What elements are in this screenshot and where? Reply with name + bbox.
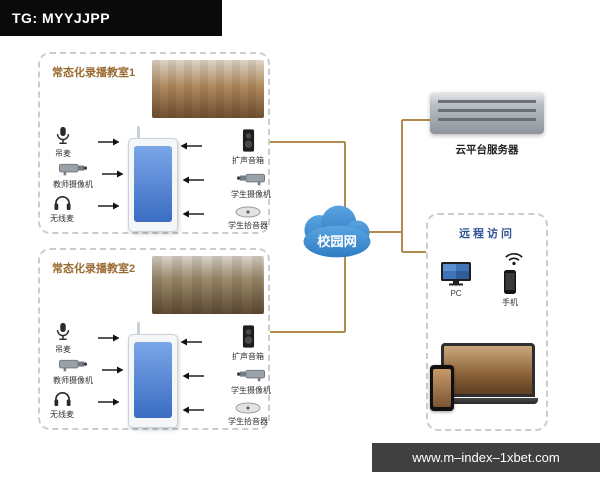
- arrow-right-icon: [98, 202, 120, 210]
- headset-icon: [53, 195, 71, 211]
- camera-icon: [236, 369, 266, 382]
- pickup-icon: [235, 206, 261, 218]
- camera-icon: [236, 173, 266, 186]
- server-label: 云平台服务器: [455, 144, 519, 156]
- watermark-tag-text: TG: MYYJJPP: [12, 10, 111, 26]
- recorder-screen: [134, 342, 172, 418]
- watermark-url-text: www.m–index–1xbet.com: [412, 450, 560, 465]
- cloud-icon: 校园网: [303, 205, 371, 258]
- arrow-right-icon: [98, 334, 120, 342]
- handheld-phone-image: [430, 365, 454, 411]
- arrow-left-icon: [180, 338, 202, 346]
- device-speaker: 扩声音箱: [232, 324, 264, 362]
- device-student-camera: 学生摄像机: [220, 366, 282, 396]
- mic-icon: [56, 322, 70, 340]
- device-wireless-mic: 无线麦: [50, 194, 74, 224]
- mic-icon: [56, 126, 70, 144]
- arrow-left-icon: [182, 406, 204, 414]
- device-label: 教师摄像机: [53, 376, 93, 385]
- device-teacher-camera: 教师摄像机: [42, 160, 104, 190]
- device-label: 扩声音箱: [232, 156, 264, 165]
- classroom1-photo: [152, 60, 264, 118]
- server-image: [430, 92, 544, 134]
- classroom1-box: 常态化录播教室1 吊麦 教师摄像机: [38, 52, 271, 234]
- device-student-camera: 学生摄像机: [220, 170, 282, 200]
- pickup-icon: [235, 402, 261, 414]
- recorder-host: [128, 322, 178, 428]
- device-label: 学生拾音器: [228, 221, 268, 230]
- recorder-host: [128, 126, 178, 232]
- device-hanging-mic: 吊麦: [54, 322, 72, 355]
- remote-pc-label: PC: [450, 289, 462, 298]
- device-speaker: 扩声音箱: [232, 128, 264, 166]
- classroom2-photo: [152, 256, 264, 314]
- headset-icon: [53, 391, 71, 407]
- classroom2-box: 常态化录播教室2 吊麦 教师摄像机: [38, 248, 271, 430]
- device-student-pickup: 学生拾音器: [228, 402, 268, 427]
- device-label: 吊麦: [55, 345, 71, 354]
- device-student-pickup: 学生拾音器: [228, 206, 268, 231]
- arrow-right-icon: [98, 138, 120, 146]
- camera-icon: [58, 163, 88, 176]
- remote-access-title: 远程访问: [459, 228, 515, 240]
- remote-pc: PC: [440, 261, 472, 298]
- device-hanging-mic: 吊麦: [54, 126, 72, 159]
- device-label: 学生摄像机: [231, 386, 271, 395]
- speaker-icon: [242, 129, 254, 152]
- phone-icon: [504, 270, 516, 294]
- device-label: 无线麦: [50, 410, 74, 419]
- arrow-left-icon: [182, 176, 204, 184]
- device-teacher-camera: 教师摄像机: [42, 356, 104, 386]
- remote-phone: 手机: [502, 269, 518, 308]
- campus-network-cloud: 校园网: [293, 198, 381, 264]
- device-label: 扩声音箱: [232, 352, 264, 361]
- remote-phone-label: 手机: [502, 298, 518, 307]
- classroom2-title: 常态化录播教室2: [52, 263, 136, 275]
- arrow-right-icon: [102, 366, 124, 374]
- recorder-screen: [134, 146, 172, 222]
- watermark-tag-bar: TG: MYYJJPP: [0, 0, 222, 36]
- monitor-icon: [441, 262, 471, 286]
- arrow-right-icon: [102, 170, 124, 178]
- classroom1-title: 常态化录播教室1: [52, 67, 136, 79]
- laptop-image: [438, 343, 538, 404]
- device-label: 无线麦: [50, 214, 74, 223]
- laptop-base: [438, 398, 538, 404]
- watermark-url-bar: www.m–index–1xbet.com: [372, 443, 600, 472]
- wifi-icon: [505, 253, 523, 266]
- cloud-label: 校园网: [317, 233, 357, 249]
- device-label: 教师摄像机: [53, 180, 93, 189]
- device-label: 吊麦: [55, 149, 71, 158]
- device-wireless-mic: 无线麦: [50, 390, 74, 420]
- remote-access-box: 远程访问 PC 手机: [426, 213, 548, 431]
- camera-icon: [58, 359, 88, 372]
- laptop-screen: [441, 343, 535, 397]
- arrow-right-icon: [98, 398, 120, 406]
- arrow-left-icon: [180, 142, 202, 150]
- arrow-left-icon: [182, 210, 204, 218]
- device-label: 学生拾音器: [228, 417, 268, 426]
- arrow-left-icon: [182, 372, 204, 380]
- speaker-icon: [242, 325, 254, 348]
- device-label: 学生摄像机: [231, 190, 271, 199]
